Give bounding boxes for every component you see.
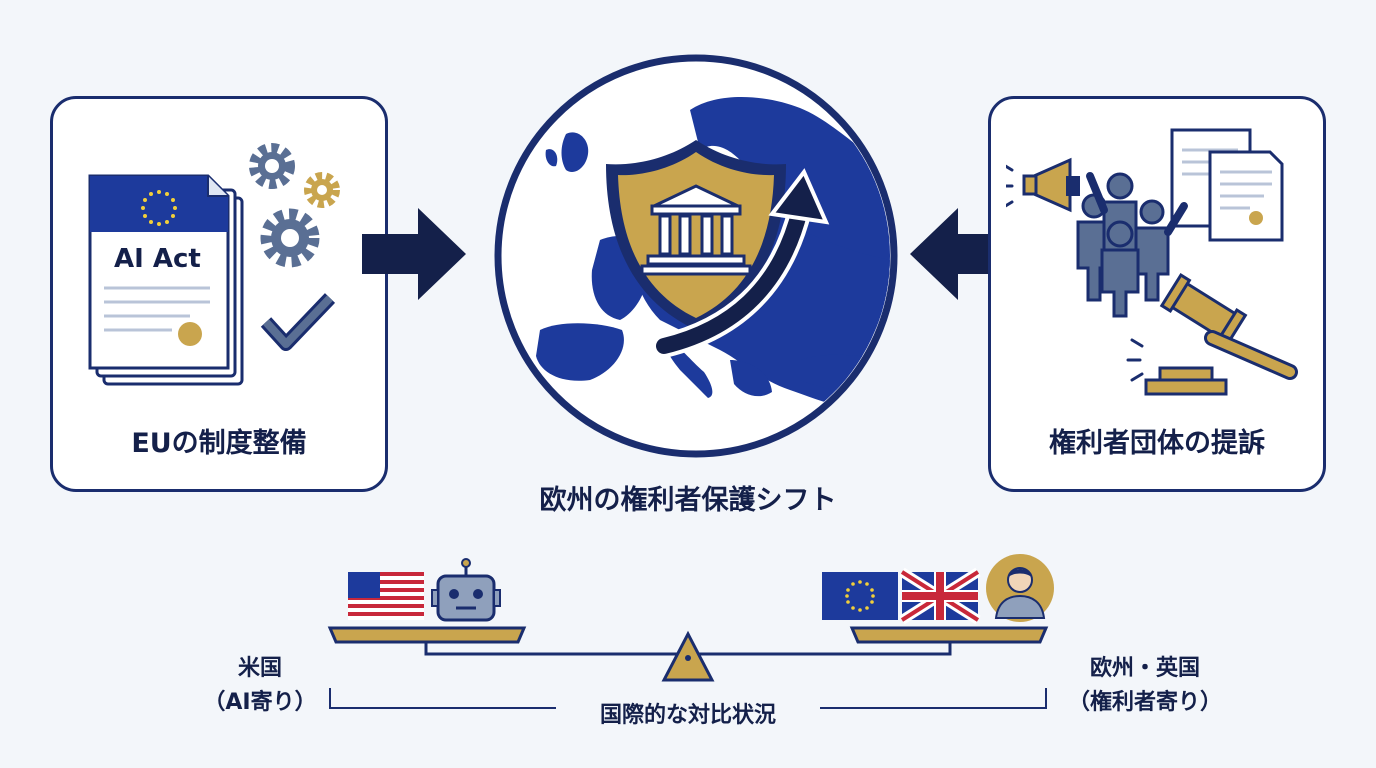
protest-group-icon xyxy=(1076,172,1188,318)
right-arrow-icon xyxy=(362,208,466,300)
megaphone-icon xyxy=(1006,157,1080,213)
large-gear-icon xyxy=(260,208,320,268)
left-arrow-icon xyxy=(910,208,1014,300)
us-label-line1: 米国 xyxy=(237,656,282,681)
ai-act-title: AI Act xyxy=(114,244,201,274)
gold-gear-icon xyxy=(304,172,340,208)
balance-scale xyxy=(327,554,1054,709)
gear-icon xyxy=(249,143,295,189)
uk-flag-icon xyxy=(899,567,981,625)
eu-flag-icon xyxy=(822,572,898,620)
upward-arrow-icon xyxy=(652,168,830,358)
gavel-icon xyxy=(1126,272,1298,396)
ai-act-document-icon xyxy=(88,174,244,386)
ai-act-illustration xyxy=(88,143,340,386)
shield-courthouse-icon xyxy=(606,140,786,330)
eu-uk-label-line2: （権利者寄り） xyxy=(1067,690,1222,715)
person-avatar-icon xyxy=(986,554,1054,622)
center-title: 欧州の権利者保護シフト xyxy=(539,485,837,516)
left-pan xyxy=(327,626,527,644)
right-pan xyxy=(849,626,1049,644)
us-flag-icon xyxy=(348,572,424,620)
eu-stars-icon xyxy=(141,190,177,226)
us-label-line2: （AI寄り） xyxy=(203,690,317,715)
europe-globe xyxy=(494,54,898,458)
rights-holders-illustration xyxy=(1006,128,1298,396)
documents-icon xyxy=(1170,128,1284,242)
eu-regulation-label: EUの制度整備 xyxy=(131,428,307,459)
eu-uk-label: 欧州・英国 （権利者寄り） xyxy=(1050,652,1240,720)
international-comparison-label: 国際的な対比状況 xyxy=(560,697,816,729)
eu-uk-label-line1: 欧州・英国 xyxy=(1089,656,1200,681)
us-label: 米国 （AI寄り） xyxy=(190,652,330,720)
robot-icon xyxy=(431,558,501,622)
rights-holders-label: 権利者団体の提訴 xyxy=(1049,428,1265,459)
